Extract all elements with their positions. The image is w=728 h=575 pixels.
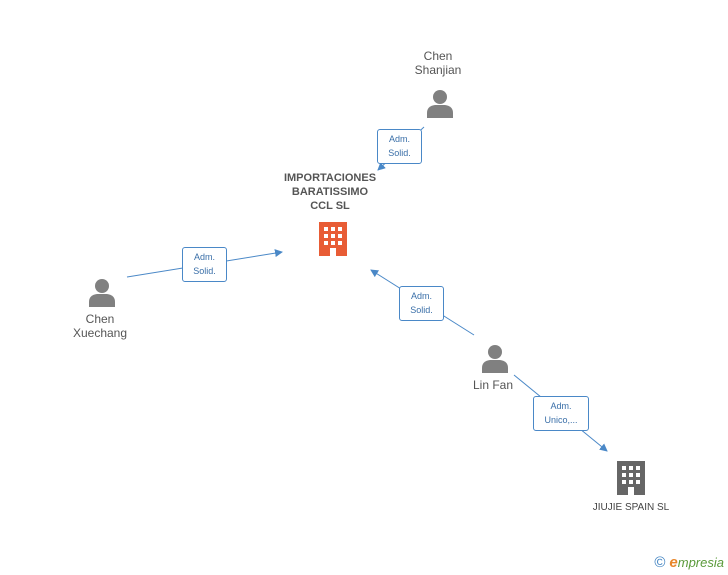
person-icon[interactable] (481, 343, 509, 373)
edge-badge-lin-fan-jiujie[interactable]: Adm. Unico,... (533, 396, 589, 431)
building-icon[interactable] (317, 221, 349, 257)
footer-brand: © empresia (654, 554, 724, 571)
person-icon[interactable] (88, 277, 116, 307)
brand-logo: empresia (669, 554, 724, 571)
building-icon[interactable] (615, 460, 647, 496)
node-label-lin-fan[interactable]: Lin Fan (472, 378, 514, 392)
edge-badge-chen-xuechang[interactable]: Adm. Solid. (182, 247, 227, 282)
edge-badge-lin-fan-importaciones[interactable]: Adm. Solid. (399, 286, 444, 321)
node-label-importaciones[interactable]: IMPORTACIONES BARATISSIMO CCL SL (283, 172, 377, 212)
node-label-chen-xuechang[interactable]: Chen Xuechang (72, 312, 128, 340)
node-label-chen-shanjian[interactable]: Chen Shanjian (414, 49, 462, 77)
node-label-jiujie[interactable]: JIUJIE SPAIN SL (592, 502, 670, 513)
person-icon[interactable] (426, 88, 454, 118)
edge-badge-chen-shanjian[interactable]: Adm. Solid. (377, 129, 422, 164)
copyright-icon: © (654, 554, 666, 571)
